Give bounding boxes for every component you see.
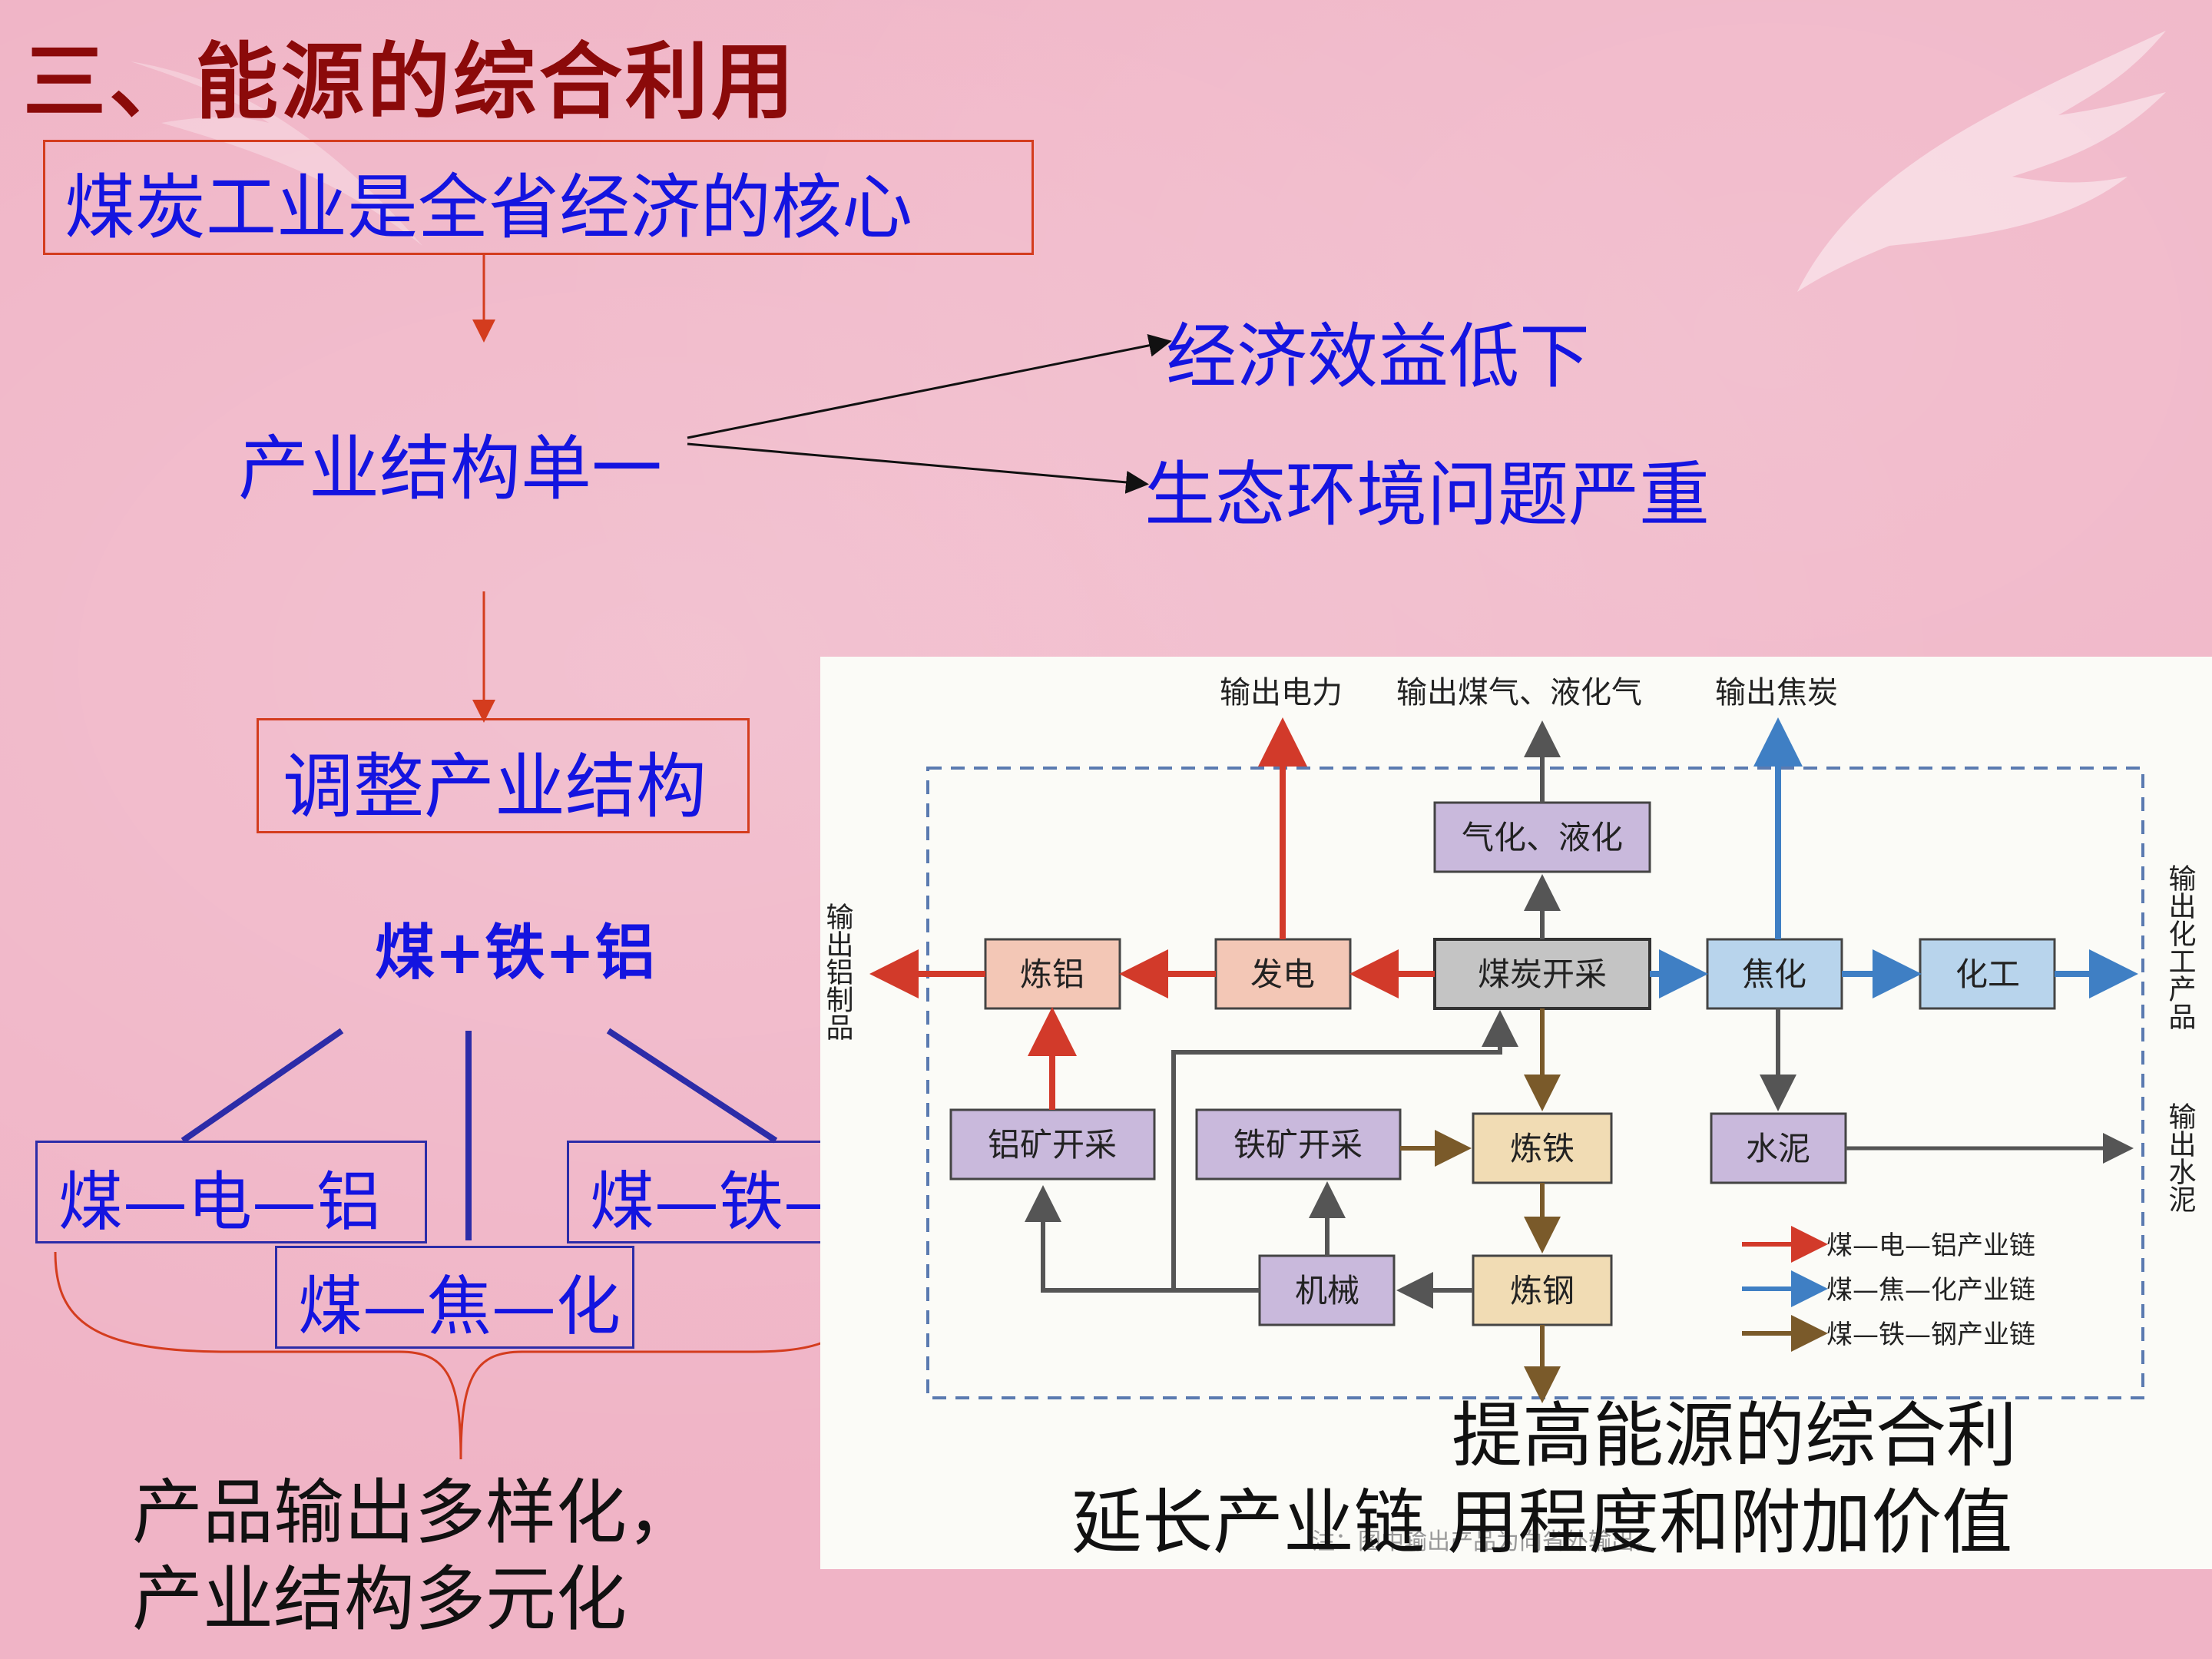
output-power-label: 输出电力 xyxy=(1220,675,1343,710)
effect-ecology-label: 生态环境问题严重 xyxy=(1144,454,1710,536)
chain-box-middle xyxy=(275,1246,634,1349)
effect-economic-label: 经济效益低下 xyxy=(1166,316,1591,398)
node-power-box xyxy=(1214,938,1352,1010)
result-line-1: 产品输出多样化， xyxy=(132,1472,698,1554)
node-smelt-iron-label: 炼铁 xyxy=(1510,1130,1575,1167)
node-steel-label: 炼钢 xyxy=(1510,1272,1575,1310)
node-cement-label: 水泥 xyxy=(1746,1130,1810,1167)
legend-red-label: 煤—电—铝产业链 xyxy=(1826,1230,2035,1261)
node-bauxite-label: 铝矿开采 xyxy=(988,1126,1117,1164)
node-smelt-iron-box xyxy=(1472,1112,1613,1184)
caption-line-2: 延长产业链 用程度和附加价值 xyxy=(1071,1482,2013,1564)
branch-line-left xyxy=(180,1028,344,1144)
node-iron-mining-label: 铁矿开采 xyxy=(1233,1126,1363,1164)
wing-decoration-icon xyxy=(1797,31,2166,292)
branch-line-right xyxy=(606,1028,778,1144)
output-chem-label: 输出化工产品 xyxy=(2164,864,2196,1030)
node-coking-label: 焦化 xyxy=(1742,955,1806,993)
output-cement-label: 输出水泥 xyxy=(2164,1102,2196,1213)
node-coking-box xyxy=(1706,938,1843,1010)
node-smelt-al-label: 炼铝 xyxy=(1020,955,1084,993)
core-box xyxy=(43,140,1034,255)
arrow-to-effect-2 xyxy=(687,442,1149,494)
node-steel-box xyxy=(1472,1254,1613,1326)
output-gas-label: 输出煤气、液化气 xyxy=(1396,675,1642,710)
flowchart-diagram: 输出电力 输出煤气、液化气 输出焦炭 气化、液化 炼铝 发电 煤炭开采 焦化 化… xyxy=(822,675,2196,1555)
caption-line-1: 提高能源的综合利 xyxy=(1452,1395,2018,1477)
output-coke-label: 输出焦炭 xyxy=(1715,675,1838,710)
faint-caption: 注：图中输出产品为向省外输出。 xyxy=(1312,1528,1657,1555)
chain-left-label: 煤—电—铝 xyxy=(58,1164,382,1240)
legend-blue-label: 煤—焦—化产业链 xyxy=(1826,1275,2035,1306)
adjust-box xyxy=(257,718,750,833)
core-box-label: 煤炭工业是全省经济的核心 xyxy=(65,167,913,249)
legend: 煤—电—铝产业链 煤—焦—化产业链 煤—铁—钢产业链 xyxy=(1742,1226,2035,1352)
output-al-label: 输出铝制品 xyxy=(822,902,853,1041)
node-chemical-label: 化工 xyxy=(1955,955,2020,993)
node-cement-box xyxy=(1710,1112,1847,1184)
wing-decoration-left-icon xyxy=(131,61,422,246)
arrow-to-effect-1 xyxy=(687,333,1172,439)
legend-brown-label: 煤—铁—钢产业链 xyxy=(1826,1320,2035,1350)
single-structure-label: 产业结构单一 xyxy=(238,428,663,510)
chain-middle-label: 煤—焦—化 xyxy=(298,1269,621,1344)
arrow-machinery-loop xyxy=(1025,1185,1260,1293)
node-gasify-label: 气化、液化 xyxy=(1462,819,1623,856)
page-title: 三、能源的综合利用 xyxy=(23,35,798,131)
adjust-box-label: 调整产业结构 xyxy=(283,746,707,828)
node-gasify-box xyxy=(1433,801,1651,873)
node-bauxite-box xyxy=(949,1108,1156,1181)
chain-box-left xyxy=(35,1141,427,1243)
node-machinery-label: 机械 xyxy=(1295,1272,1359,1310)
result-line-2: 产业结构多元化 xyxy=(132,1558,628,1641)
combo-label: 煤+铁+铝 xyxy=(375,919,655,988)
node-coal-mining-label: 煤炭开采 xyxy=(1478,955,1607,993)
node-power-label: 发电 xyxy=(1250,955,1315,993)
arrow-machinery-to-coal xyxy=(1171,1010,1518,1290)
node-machinery-box xyxy=(1258,1254,1396,1326)
node-iron-mining-box xyxy=(1195,1108,1402,1181)
